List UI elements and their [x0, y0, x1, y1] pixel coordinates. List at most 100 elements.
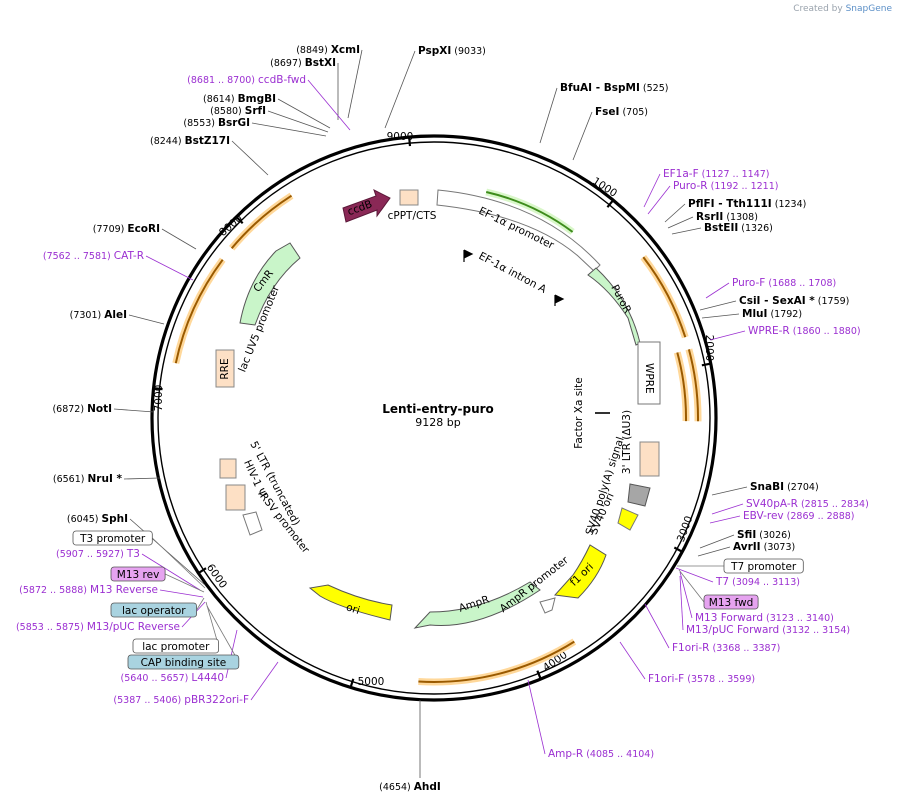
enzyme-ecori: (7709) EcoRI — [93, 223, 160, 235]
backbone-layer — [150, 134, 718, 702]
primer-f1ori-r: F1ori-R (3368 .. 3387) — [672, 642, 780, 654]
ampr-arrow[interactable] — [413, 581, 541, 629]
feature-label-cppt-cts: cPPT/CTS — [388, 210, 437, 222]
box-leader-t3-promoter — [152, 537, 206, 589]
tick-mark-9000 — [408, 136, 412, 147]
enzyme-leader-pflfi — [664, 203, 686, 223]
enzyme-pspxi: PspXI (9033) — [418, 45, 486, 57]
orange-feature-arc-2[interactable] — [676, 352, 688, 422]
primer-puro-f: Puro-F (1688 .. 1708) — [732, 277, 836, 289]
primer-leader-m13-reverse — [159, 589, 204, 598]
rsv-promoter-arrow[interactable] — [242, 511, 263, 536]
box-lac-operator[interactable] — [110, 602, 197, 618]
orange-feature-arc-5[interactable] — [230, 194, 293, 249]
box-leader-m13-fwd — [678, 569, 705, 603]
box-label-t3-promoter: T3 promoter — [79, 533, 146, 545]
feature-label-puror: PuroR — [608, 283, 633, 316]
box-label-m13-fwd: M13 fwd — [709, 597, 754, 609]
primer-m13-forward: M13 Forward (3123 .. 3140) — [695, 612, 834, 624]
ori-arrow[interactable] — [308, 584, 393, 621]
enzyme-mlui: MluI (1792) — [742, 308, 802, 320]
credit-prefix: Created by — [793, 4, 843, 14]
primer-leader-pbr322ori-f — [250, 661, 279, 701]
rre-box[interactable] — [215, 349, 235, 388]
sv40-polya-box[interactable] — [627, 483, 651, 507]
feature-label-rre: RRE — [219, 358, 231, 379]
tick-label-5000: 5000 — [358, 676, 385, 688]
box-label-m13-rev: M13 rev — [117, 569, 160, 581]
tick-mark-2000 — [701, 362, 712, 367]
feature-label-ampr-promoter: AmpR promoter — [498, 554, 572, 615]
enzyme-leader-noti — [113, 408, 155, 413]
box-lac-promoter[interactable] — [132, 638, 219, 654]
cmr-arrow[interactable] — [239, 242, 301, 326]
box-cap-binding-site[interactable] — [127, 654, 240, 670]
wpre-box[interactable] — [637, 341, 661, 405]
orange-feature-arc-4[interactable] — [174, 259, 224, 364]
label-layer: (8849) XcmI(8697) BstXI(8614) BmgBI(8580… — [16, 44, 869, 793]
box-m13-fwd[interactable] — [703, 594, 759, 610]
box-leader-lac-operator — [196, 597, 205, 611]
ltr5-box-a[interactable] — [219, 458, 237, 479]
box-label-lac-operator: lac operator — [122, 605, 186, 617]
primer-ccdb-fwd: (8681 .. 8700) ccdB-fwd — [187, 74, 306, 86]
box-m13-rev[interactable] — [110, 566, 166, 582]
primer-t3: (5907 .. 5927) T3 — [56, 548, 140, 560]
primer-m13-puc-forward: M13/pUC Forward (3132 .. 3154) — [686, 624, 850, 636]
enzyme-leader-bstz17i — [231, 140, 269, 176]
enzyme-leader-nrui — [123, 477, 161, 480]
primer-pbr322ori-f: (5387 .. 5406) pBR322ori-F — [113, 694, 249, 706]
primer-leader-ccdb-fwd — [307, 79, 351, 131]
primer-leader-m13-puc-forward — [679, 575, 684, 631]
orange-feature-arc-3[interactable] — [418, 640, 575, 683]
enzyme-snabi: SnaBI (2704) — [750, 481, 819, 493]
primer-wpre-r: WPRE-R (1860 .. 1880) — [748, 325, 861, 337]
primer-l4440: (5640 .. 5657) L4440 — [121, 672, 224, 684]
feature-label-ori: ori — [345, 601, 362, 617]
intron-flag-start — [463, 249, 474, 262]
tick-mark-1000 — [606, 198, 615, 208]
ampr-promoter-arrow[interactable] — [539, 597, 556, 614]
tick-label-1000: 1000 — [590, 175, 619, 200]
f1-ori-arrow[interactable] — [553, 544, 607, 599]
cppt-cts-box[interactable] — [399, 189, 419, 206]
enzyme-xcmi: (8849) XcmI — [296, 44, 360, 56]
orange-feature-arc-1[interactable] — [687, 349, 700, 422]
enzyme-noti: (6872) NotI — [52, 403, 112, 415]
green-feature-arc[interactable] — [485, 191, 574, 233]
primer-leader-puro-r — [647, 185, 671, 215]
box-t3-promoter[interactable] — [72, 530, 153, 546]
box-t7-promoter[interactable] — [723, 558, 804, 574]
tick-mark-3000 — [673, 546, 684, 554]
primer-leader-l4440 — [225, 629, 238, 679]
primer-leader-m13-forward — [679, 571, 693, 619]
primer-t7: T7 (3094 .. 3113) — [715, 576, 800, 588]
ltr5-box-b[interactable] — [225, 484, 246, 511]
enzyme-leader-srfi — [267, 110, 329, 133]
feature-label-ef-1-intron-a: EF-1α intron A — [477, 250, 549, 296]
primer-leader-t7 — [675, 567, 714, 583]
primer-ef1a-f: EF1a-F (1127 .. 1147) — [663, 168, 770, 180]
primer-f1ori-f: F1ori-F (3578 .. 3599) — [648, 673, 755, 685]
primer-leader-amp-r — [527, 679, 546, 755]
sv40-ori-box[interactable] — [617, 507, 639, 531]
tick-label-9000: 9000 — [387, 131, 414, 143]
orange-feature-arc-0[interactable] — [642, 256, 687, 338]
enzyme-leader-snabi — [711, 486, 748, 496]
ltr3-box[interactable] — [639, 441, 660, 477]
enzyme-leader-mlui — [701, 313, 740, 319]
enzyme-bstz17i: (8244) BstZ17I — [150, 135, 230, 147]
enzyme-bstxi: (8697) BstXI — [270, 57, 336, 69]
ccdb-arrow[interactable] — [342, 189, 391, 223]
box-leader-cap-binding-site — [206, 605, 240, 663]
enzyme-avrii: AvrII (3073) — [733, 541, 795, 553]
enzyme-bfuai: BfuAI - BspMI (525) — [560, 82, 668, 94]
enzyme-sphi: (6045) SphI — [67, 513, 128, 525]
intron-flag-end — [554, 294, 565, 306]
enzyme-pflfi: PflFI - Tth111I (1234) — [688, 198, 806, 210]
feature-label-factor-xa-site: Factor Xa site — [573, 377, 585, 448]
enzyme-leader-bfuai — [539, 87, 558, 144]
tick-mark-5000 — [349, 678, 355, 689]
